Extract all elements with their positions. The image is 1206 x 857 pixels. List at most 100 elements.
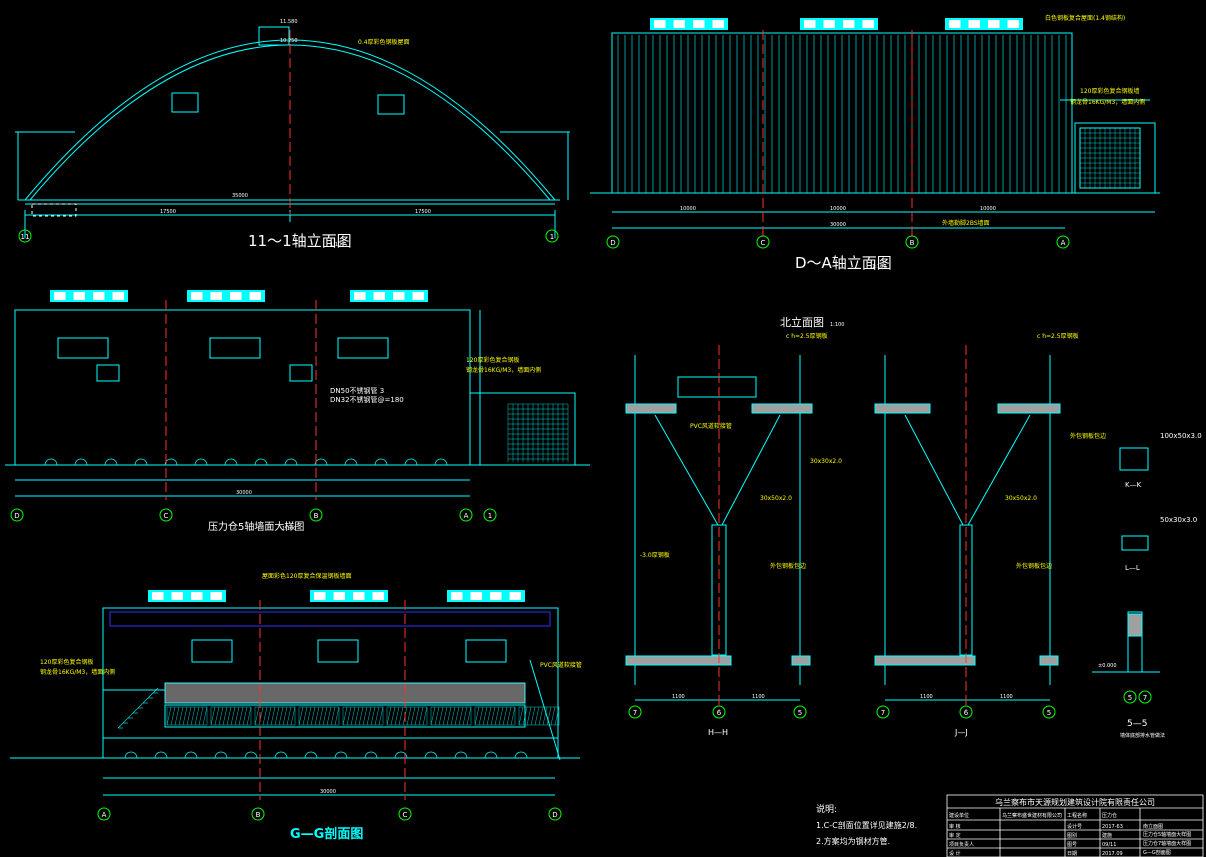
vent-arch [424,751,438,759]
grid-label-1: 1 [550,233,554,241]
dim-h-1: 1100 [672,694,685,700]
fan-blade [862,20,874,28]
elev-top-2: 10.250 [280,38,298,44]
note-wall2-d-a: 钢龙骨16KG/M3，墙面内侧 [1070,98,1145,106]
vent-arch [484,751,498,759]
fan-blade [314,592,326,600]
dim-d-a-1: 10000 [680,206,696,212]
hatch-line [314,706,320,726]
title-block-cell: 建设单位 [949,812,969,819]
hatch-line [454,706,460,726]
hatch-line [526,706,532,726]
fan-blade [843,20,855,28]
note-30x30: 30x30x2.0 [810,458,842,465]
note-edge-j: 外包钢板包边 [1016,562,1052,570]
ss-label: 5—5 [1127,719,1147,729]
hatch-line [194,706,200,726]
fan-unit [187,290,265,302]
view-north-j [874,355,1061,701]
dwg-name-2: 压力仓5轴墙面大样图 [1143,831,1191,838]
hatch-line [290,706,296,726]
dim-left: 17500 [160,209,176,215]
hatch-line [262,706,268,726]
grid-label-7-j: 7 [881,709,885,717]
notes-heading: 说明: [816,803,837,815]
hatch-line [310,706,316,726]
grid-bubble-5-j [1042,705,1056,719]
fan-blade [654,20,666,28]
fan-blade [968,20,980,28]
fan-blade [1007,20,1019,28]
hatch-line [218,706,224,726]
grid-bubble-d-top [606,235,620,249]
note-wall2-pw: 钢龙骨16KG/M3，墙面内侧 [466,366,541,374]
hatch-line [230,706,236,726]
note-wall-gg: 120厚彩色复合钢板 [40,658,93,666]
view-north-h [625,355,813,701]
grid-bubble-7-h [628,705,642,719]
grid-label-6-h: 6 [717,709,722,717]
grid-bubble-b-top [905,235,919,249]
title-block-cell: 设计号 [1067,823,1082,830]
vent-arch [74,458,88,466]
grid-label-a-gg: A [102,811,107,819]
hatch-line [282,706,288,726]
kk-label: K—K [1125,481,1142,489]
hatch-line [166,706,172,726]
stair-rail [117,687,159,729]
dwg-name-1: 南立面图 [1143,823,1163,830]
gg-duct-fill [165,683,525,703]
note-roof-gg: 屋面彩色120厚复合保温钢板墙面 [262,572,351,580]
fan-unit [50,290,128,302]
hatch-line [178,706,184,726]
grid-bubble-5-detail [1123,690,1137,704]
ll-size: 50x30x3.0 [1160,516,1197,524]
dim-gg-total: 30000 [320,789,336,795]
hatch-line [374,706,380,726]
grid-label-d-gg: D [552,811,557,819]
grid-label-b-pw: B [314,512,319,520]
grid-bubble-d-pw [10,508,24,522]
fan-blade [373,292,385,300]
view-pressure-wall [5,309,590,497]
hatch-line [486,706,492,726]
hatch-line [554,706,560,726]
note-dn32: DN32不锈钢管@=180 [330,395,404,404]
hatch-line [534,706,540,726]
title-north: 北立面图 [780,315,824,329]
project-name: 压力仓 [1102,812,1117,819]
vent-arch [314,458,328,466]
fan-blade [191,292,203,300]
vent-arch [454,751,468,759]
hatch-line [174,706,180,726]
fan-blade [249,292,261,300]
note-30x50-h: 30x50x2.0 [760,495,792,502]
hatch-line [474,706,480,726]
title-11-1: 11～1轴立面图 [248,232,352,250]
dim-d-a-3: 10000 [980,206,996,212]
hatch-line [422,706,428,726]
vent-arch [134,458,148,466]
note-wall-pw: 120厚彩色复合钢板 [466,356,519,364]
title-block-cell: 日期 [1067,851,1077,857]
dim-d-a-total: 30000 [830,222,846,228]
hatch-line [254,706,260,726]
fan-blade [393,292,405,300]
hatch-line [326,706,332,726]
hatch-line [530,706,536,726]
hatch-line [510,706,516,726]
hatch-line [298,706,304,726]
elev-top: 11.580 [280,19,298,25]
hatch-line [406,706,412,726]
fan-blade [210,592,222,600]
hatch-line [198,706,204,726]
title-block-cell: 2017-63 [1102,824,1123,830]
grid-label-5-j: 5 [1047,709,1051,717]
note-base-d-a: 外墙勒脚2BS墙面 [942,219,990,227]
hatch-line [266,706,272,726]
hatch-line [386,706,392,726]
fan-blade [93,292,105,300]
grid-bubble-a-top [1056,235,1070,249]
vent-arch [44,458,58,466]
